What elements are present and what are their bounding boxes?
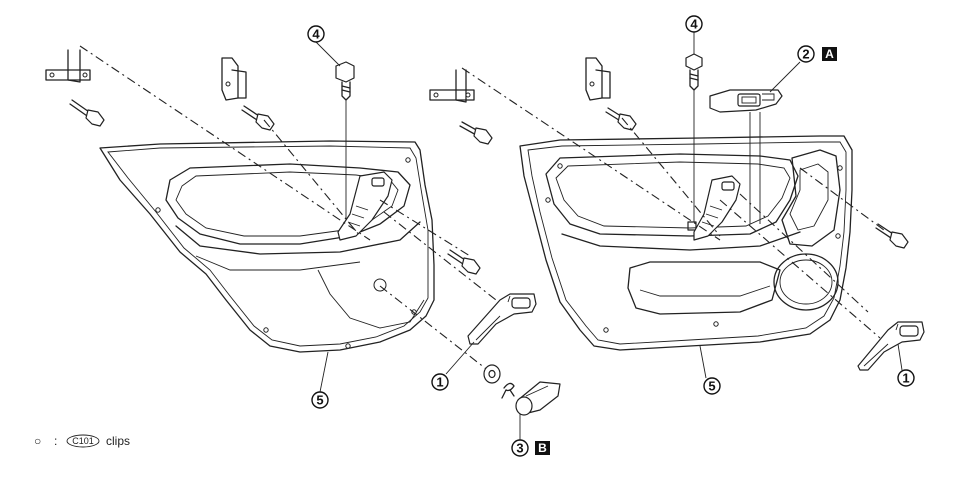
svg-text:2: 2 — [802, 47, 809, 62]
rear-bolt-left — [69, 99, 105, 127]
front-upper-bracket-right — [585, 57, 611, 101]
svg-text:A: A — [825, 47, 834, 61]
rear-align-line-4 — [379, 285, 491, 373]
power-window-switch-panel — [709, 89, 783, 224]
legend-label: clips — [106, 434, 130, 448]
rear-armrest-bolt — [447, 249, 481, 275]
svg-text:4: 4 — [690, 17, 698, 32]
svg-text:4: 4 — [312, 27, 320, 42]
callout-5-right: 5 — [703, 377, 721, 395]
leader-5-left — [319, 351, 329, 393]
tag-b: B — [535, 441, 550, 455]
rear-door-trim-panel — [99, 140, 435, 353]
callout-4-right: 4 — [685, 15, 703, 33]
front-align-line-4 — [739, 193, 869, 313]
svg-text:1: 1 — [436, 375, 443, 390]
front-armrest-bolt — [875, 223, 909, 249]
front-bolt-right — [605, 107, 637, 131]
callout-4-left: 4 — [307, 25, 325, 43]
rear-upper-bracket-left — [45, 49, 91, 83]
rear-align-line-1 — [79, 45, 371, 241]
legend-separator: : — [54, 434, 57, 448]
rear-upper-bracket-right — [221, 57, 247, 101]
svg-text:B: B — [538, 441, 547, 455]
leader-2 — [769, 61, 801, 93]
front-upper-bracket-left — [429, 69, 475, 103]
front-bolt-left — [459, 121, 493, 145]
leader-5-right — [699, 345, 707, 379]
svg-text:5: 5 — [708, 379, 715, 394]
svg-text:1: 1 — [902, 371, 909, 386]
leader-4-left — [315, 41, 341, 67]
front-door-assembly — [429, 32, 925, 379]
front-trim-screw — [685, 53, 703, 231]
front-door-trim-panel — [519, 135, 853, 351]
legend-code: C101 — [72, 436, 94, 446]
front-align-line-3 — [719, 199, 881, 339]
callout-3: 3 — [511, 439, 529, 457]
rear-armrest-cover — [467, 293, 537, 345]
rear-pull-handle — [515, 381, 561, 416]
rear-align-line-2 — [263, 119, 361, 237]
callout-5-left: 5 — [311, 391, 329, 409]
front-align-line-5 — [799, 167, 885, 231]
tag-a: A — [822, 47, 837, 61]
rear-trim-screw — [335, 61, 355, 236]
rear-clip-washer — [483, 364, 515, 399]
legend-symbol: ○ — [34, 434, 41, 448]
front-align-line-2 — [621, 117, 721, 237]
front-align-line-1 — [461, 67, 721, 241]
rear-door-assembly — [45, 41, 561, 440]
callout-1-right: 1 — [897, 369, 915, 387]
leader-1-right — [897, 343, 903, 371]
leader-1-left — [445, 341, 475, 375]
clip-code-badge — [66, 434, 100, 448]
legend: ○ : C101 clips — [34, 434, 130, 448]
front-armrest-cover — [857, 321, 925, 371]
rear-align-line-3 — [379, 199, 471, 257]
svg-text:3: 3 — [516, 441, 523, 456]
callout-1-left: 1 — [431, 373, 449, 391]
rear-align-line-5 — [383, 211, 497, 301]
svg-text:5: 5 — [316, 393, 323, 408]
callout-2: 2 — [797, 45, 815, 63]
